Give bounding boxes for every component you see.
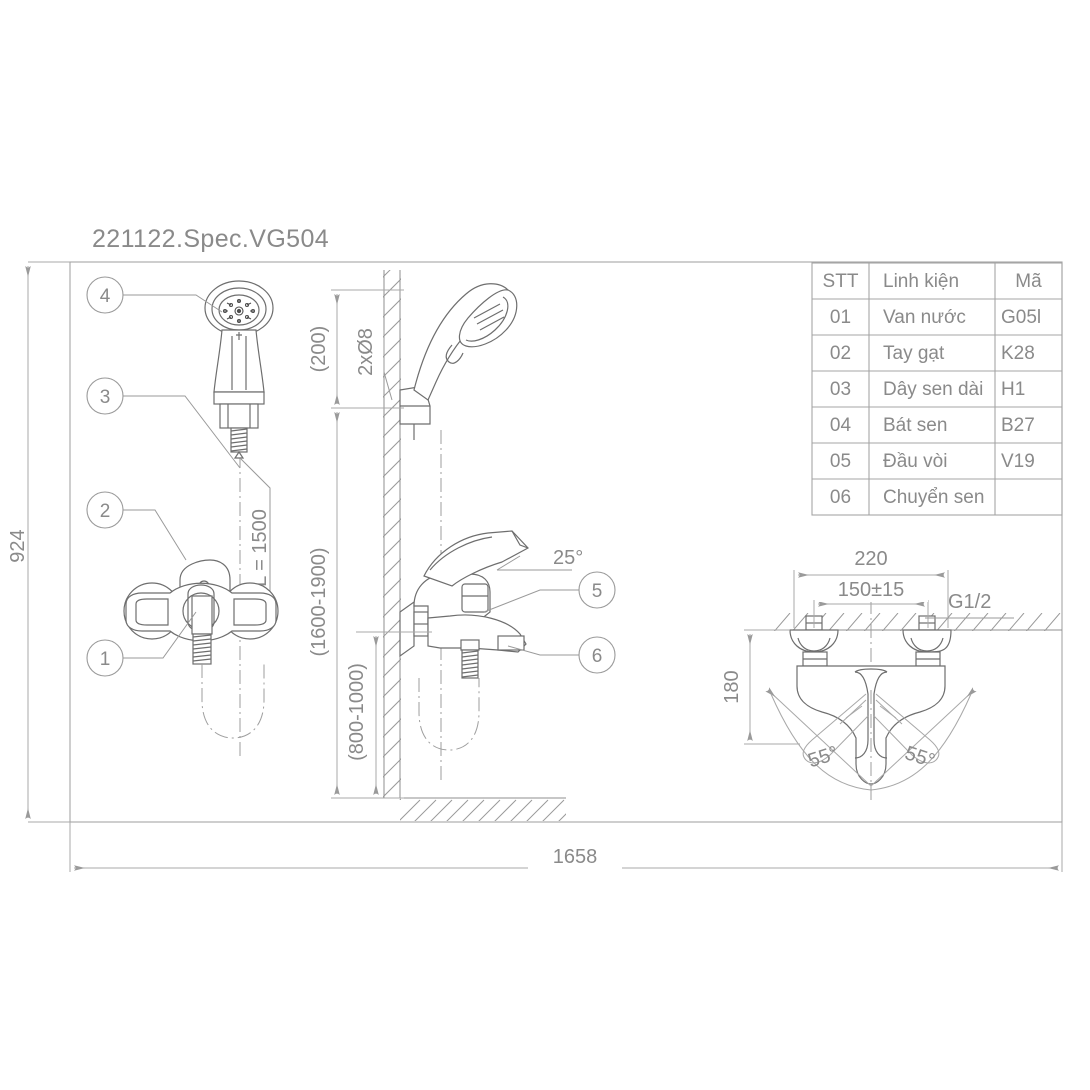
callout-2-label: 2 — [100, 501, 111, 522]
cell-stt: 04 — [829, 415, 852, 436]
floor-section — [400, 797, 566, 821]
dimension-bracket-height: (1600-1900) — [308, 407, 404, 799]
frame-height-label: 924 — [7, 529, 29, 562]
callout-3[interactable]: 3 — [86, 377, 241, 469]
spout-angle-label: 25° — [553, 547, 583, 569]
table-header-code: Mã — [1015, 271, 1042, 292]
bracket-height-label: (1600-1900) — [308, 548, 330, 657]
hose-length-dimension: L = 1500 — [240, 458, 271, 597]
cell-code: K28 — [1001, 343, 1035, 364]
hose-length-label: L = 1500 — [249, 509, 271, 587]
table-row: 01 Van nước G05l — [812, 299, 1062, 335]
cell-stt: 05 — [829, 451, 852, 472]
bracket-offset-label: (200) — [308, 326, 330, 373]
thread-spec-annotation: G1/2 — [925, 591, 1014, 619]
cell-stt: 01 — [829, 307, 852, 328]
cell-stt: 02 — [829, 343, 852, 364]
dimension-frame-width: 1658 — [69, 822, 1063, 874]
frame-width-label: 1658 — [553, 846, 598, 868]
callout-5-label: 5 — [592, 581, 603, 602]
thread-spec-label: G1/2 — [948, 591, 991, 613]
spout-angle-annotation: 25° — [496, 547, 583, 571]
cell-part: Dây sen dài — [883, 379, 984, 400]
cell-code: G05l — [1001, 307, 1042, 328]
table-row: 05 Đầu vòi V19 — [812, 443, 1062, 479]
swivel-left-label: 55° — [805, 742, 841, 772]
callout-4[interactable]: 4 — [86, 276, 223, 314]
dimension-center-distance: 150±15 — [813, 578, 929, 628]
hole-spec-annotation: 2xØ8 — [355, 328, 393, 401]
swivel-right-label: 55° — [902, 742, 938, 772]
parts-table-text: STT Linh kiện Mã 01 Van nước G05l 02 Tay… — [812, 263, 1062, 515]
callout-4-label: 4 — [100, 286, 111, 307]
drawing-frame — [69, 261, 1063, 823]
callout-5[interactable]: 5 — [483, 571, 616, 613]
mixer-front-view — [123, 559, 279, 739]
mixer-side-view — [399, 530, 529, 751]
center-distance-label: 150±15 — [838, 579, 905, 601]
cell-code: B27 — [1001, 415, 1035, 436]
dimension-overall-width: 220 — [793, 546, 949, 628]
callout-1-label: 1 — [100, 649, 111, 670]
table-row: 04 Bát sen B27 — [812, 407, 1062, 443]
overall-width-label: 220 — [854, 548, 887, 570]
callout-6-label: 6 — [592, 646, 603, 667]
table-header-stt: STT — [822, 271, 859, 292]
parts-table — [811, 262, 1063, 516]
hole-spec-label: 2xØ8 — [355, 328, 377, 376]
dimension-body-height: 180 — [721, 629, 800, 745]
table-header-part: Linh kiện — [883, 271, 960, 292]
cell-part: Bát sen — [883, 415, 948, 436]
cell-part: Tay gạt — [883, 343, 945, 364]
body-height-label: 180 — [721, 670, 743, 703]
cell-part: Chuyển sen — [883, 487, 985, 508]
cell-code: V19 — [1001, 451, 1035, 472]
table-row: 02 Tay gạt K28 — [812, 335, 1062, 371]
table-row: 06 Chuyển sen — [812, 479, 1062, 515]
dimension-frame-height: 924 — [7, 261, 70, 823]
callout-2[interactable]: 2 — [86, 491, 187, 561]
cell-part: Van nước — [883, 307, 966, 328]
cell-part: Đầu vòi — [883, 451, 948, 472]
dimension-spout-height: (800-1000) — [346, 631, 432, 799]
callout-3-label: 3 — [100, 387, 111, 408]
cell-stt: 03 — [829, 379, 852, 400]
callout-6[interactable]: 6 — [507, 636, 616, 674]
hand-shower-head — [204, 280, 274, 393]
cell-stt: 06 — [829, 487, 852, 508]
detail-inlet-connections — [789, 615, 952, 667]
page-title: 221122.Spec.VG504 — [92, 225, 329, 253]
spout-height-label: (800-1000) — [346, 663, 368, 761]
hand-shower-side-view — [399, 283, 518, 440]
table-row: 03 Dây sen dài H1 — [812, 371, 1062, 407]
callout-1[interactable]: 1 — [86, 611, 197, 677]
hose-connector-left — [213, 391, 265, 459]
cell-code: H1 — [1001, 379, 1026, 400]
